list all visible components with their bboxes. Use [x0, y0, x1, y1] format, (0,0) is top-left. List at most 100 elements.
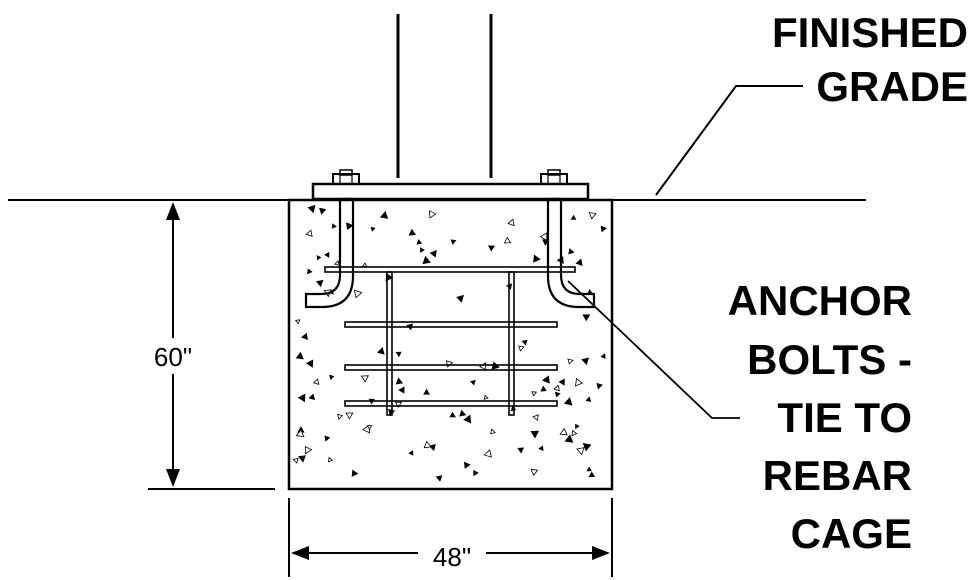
aggregate-speck	[490, 428, 496, 435]
aggregate-speck	[570, 214, 577, 220]
aggregate-speck	[600, 353, 606, 359]
aggregate-speck	[470, 379, 476, 386]
anchor-bolts-label-line-3: TIE TO	[777, 394, 912, 441]
anchor-bolts-label-line-5: CAGE	[791, 510, 912, 557]
aggregate-speck	[575, 423, 580, 430]
aggregate-speck	[463, 414, 472, 424]
aggregate-speck	[564, 434, 574, 443]
aggregate-speck	[408, 450, 414, 456]
aggregate-speck	[408, 228, 417, 236]
aggregate-speck	[328, 456, 334, 463]
aggregate-speck	[294, 319, 301, 325]
finished-grade-label-line-2: GRADE	[816, 63, 968, 110]
concrete-footing	[287, 198, 614, 491]
anchor-nut-right	[540, 169, 568, 185]
aggregate-speck	[483, 449, 492, 458]
aggregate-speck	[517, 447, 525, 454]
aggregate-speck	[456, 294, 464, 303]
aggregate-speck	[540, 385, 547, 392]
aggregate-speck	[532, 414, 539, 422]
aggregate-speck	[575, 258, 583, 266]
aggregate-speck	[450, 239, 457, 245]
aggregate-speck	[538, 445, 544, 452]
anchor-bolts-label-line-2: BOLTS -	[747, 336, 912, 383]
aggregate-speck	[292, 457, 299, 464]
aggregate-speck	[435, 475, 443, 482]
aggregate-speck	[596, 382, 603, 390]
aggregate-speck	[503, 236, 512, 244]
aggregate-speck	[315, 279, 324, 288]
aggregate-speck	[586, 466, 592, 472]
aggregate-speck	[295, 351, 304, 360]
aggregate-speck	[360, 375, 369, 383]
aggregate-speck	[483, 394, 489, 400]
aggregate-speck	[533, 254, 541, 263]
aggregate-speck	[530, 468, 539, 477]
aggregate-speck	[312, 378, 320, 385]
aggregate-speck	[459, 409, 467, 417]
base-plate	[311, 182, 590, 201]
aggregate-speck	[473, 469, 479, 477]
aggregate-speck	[379, 211, 389, 219]
aggregate-speck	[422, 255, 431, 265]
aggregate-speck	[324, 435, 331, 442]
aggregate-speck	[308, 393, 316, 401]
aggregate-speck	[582, 314, 591, 322]
aggregate-speck	[331, 223, 337, 229]
aggregate-speck	[559, 427, 568, 436]
aggregate-speck	[542, 375, 550, 384]
aggregate-speck	[295, 429, 305, 438]
aggregate-speck	[463, 461, 471, 469]
aggregate-speck	[353, 289, 363, 299]
aggregate-speck	[530, 430, 540, 439]
aggregate-speck	[324, 252, 330, 258]
finished-grade-leader	[655, 85, 803, 196]
aggregate-speck	[333, 260, 340, 266]
aggregate-speck	[428, 210, 437, 219]
aggregate-speck	[361, 262, 368, 268]
aggregate-speck	[575, 377, 584, 387]
aggregate-speck	[576, 447, 585, 456]
width-dimension-label: 48"	[433, 542, 471, 572]
aggregate-speck	[582, 442, 592, 452]
anchor-bolt-leader	[567, 280, 740, 419]
anchor-bolt-right	[546, 197, 596, 309]
anchor-nut-left	[332, 169, 360, 185]
aggregate-speck	[297, 393, 306, 403]
aggregate-speck	[428, 443, 436, 452]
aggregate-speck	[507, 218, 515, 227]
aggregate-speck	[488, 245, 496, 252]
aggregate-speck	[304, 445, 313, 455]
aggregate-speck	[346, 222, 354, 231]
aggregate-speck	[305, 229, 313, 237]
aggregate-speck	[568, 248, 575, 255]
aggregate-speck	[394, 401, 403, 409]
pole	[396, 14, 493, 178]
aggregate-speck	[587, 289, 593, 294]
aggregate-speck	[449, 411, 456, 418]
aggregate-speck	[445, 360, 454, 368]
aggregate-speck	[370, 226, 376, 232]
aggregate-speck	[563, 397, 573, 406]
aggregate-speck	[395, 377, 404, 385]
aggregate-speck	[416, 239, 423, 245]
aggregate-speck	[398, 386, 405, 394]
depth-dimension	[148, 202, 275, 490]
aggregate-speck	[588, 212, 597, 220]
aggregate-speck	[366, 425, 373, 430]
aggregate-speck	[395, 351, 402, 358]
aggregate-speck	[588, 471, 596, 478]
aggregate-speck	[337, 413, 344, 420]
rebar-cage	[324, 266, 576, 416]
aggregate-speck	[585, 396, 592, 403]
aggregate-speck	[420, 247, 425, 253]
aggregate-speck	[571, 429, 578, 437]
aggregate-speck	[305, 359, 314, 368]
aggregate-speck	[316, 255, 322, 261]
aggregate-speck	[581, 357, 589, 366]
aggregate-speck	[301, 332, 308, 341]
finished-grade-label-line-1: FINISHED	[772, 9, 968, 56]
aggregate-speck	[329, 374, 335, 381]
width-dimension	[288, 498, 613, 577]
aggregate-speck	[377, 347, 385, 355]
